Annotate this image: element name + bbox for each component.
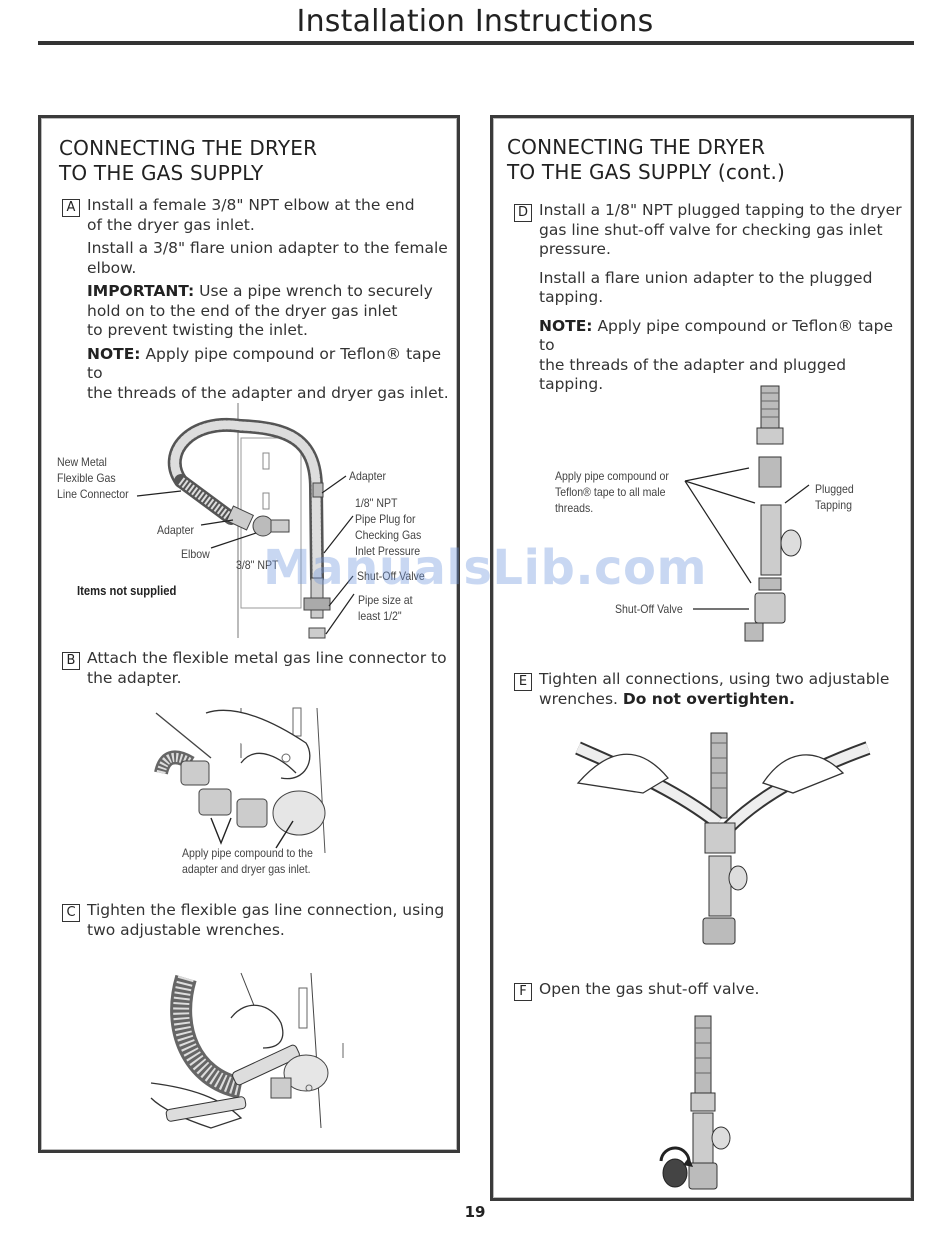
left-panel: CONNECTING THE DRYER TO THE GAS SUPPLY A… <box>38 115 460 1153</box>
diagram-b-caption-line1: Apply pipe compound to the <box>182 846 313 860</box>
step-a-marker: A <box>62 199 80 217</box>
label-new-metal-connector: New Metal Flexible Gas Line Connector <box>57 454 129 502</box>
left-heading: CONNECTING THE DRYER TO THE GAS SUPPLY <box>59 136 317 186</box>
apply-line3: threads. <box>555 501 594 515</box>
left-heading-line1: CONNECTING THE DRYER <box>59 136 318 160</box>
plugged-tapping-diagram <box>684 385 810 642</box>
open-valve-illustration <box>659 1015 731 1190</box>
label-plugged-tapping: Plugged Tapping <box>815 481 854 513</box>
step-d-line2: gas line shut-off valve for checking gas… <box>539 220 883 239</box>
step-a-para2-line2: elbow. <box>87 258 137 277</box>
important-line1: Use a pipe wrench to securely <box>194 282 433 300</box>
label-plug-line2: Pipe Plug for <box>355 512 416 526</box>
step-e-text: Tighten all connections, using two adjus… <box>539 670 911 709</box>
apply-line1: Apply pipe compound or <box>555 469 669 483</box>
step-d-note: NOTE: Apply pipe compound or Teflon® tap… <box>539 317 911 356</box>
label-plug-line1: 1/8" NPT <box>355 496 398 510</box>
gas-connection-diagram <box>136 403 355 639</box>
tighten-wrenches-illustration <box>575 732 871 945</box>
step-d-note-line1: Apply pipe compound or Teflon® tape to <box>539 316 894 355</box>
note-line2: the threads of the adapter and dryer gas… <box>87 383 449 402</box>
label-shutoff-right: Shut-Off Valve <box>615 602 683 616</box>
watermark: ManualsLib.com <box>263 540 707 596</box>
attach-connector-illustration <box>154 707 326 854</box>
step-d-para2-line1: Install a flare union adapter to the plu… <box>539 268 873 287</box>
step-d-line3: pressure. <box>539 240 611 258</box>
step-a-important: IMPORTANT: Use a pipe wrench to securely <box>87 282 457 302</box>
items-not-supplied: Items not supplied <box>77 584 177 598</box>
important-line2: hold on to the end of the dryer gas inle… <box>87 301 398 320</box>
label-elbow: Elbow <box>181 547 210 561</box>
step-b-marker: B <box>62 652 80 670</box>
step-f-line1: Open the gas shut-off valve. <box>539 980 760 998</box>
plugged-line2: Tapping <box>815 498 853 512</box>
label-plug-line4: Inlet Pressure <box>355 544 421 558</box>
step-e-line2-plain: wrenches. <box>539 689 623 708</box>
step-d-note-line2: the threads of the adapter and plugged t… <box>539 355 847 394</box>
step-b-line1: Attach the flexible metal gas line conne… <box>87 649 447 667</box>
tighten-connection-illustration <box>150 972 344 1129</box>
plugged-line1: Plugged <box>815 482 854 496</box>
label-pipe-line2: least 1/2" <box>358 609 402 623</box>
step-c-line2: two adjustable wrenches. <box>87 920 285 939</box>
apply-line2: Teflon® tape to all male <box>555 485 666 499</box>
step-b-text: Attach the flexible metal gas line conne… <box>87 649 457 688</box>
label-new-metal-line1: New Metal <box>57 455 107 469</box>
right-heading: CONNECTING THE DRYER TO THE GAS SUPPLY (… <box>507 135 785 185</box>
label-npt: 3/8" NPT <box>236 558 279 572</box>
important-label: IMPORTANT: <box>87 282 195 300</box>
step-d-marker: D <box>514 204 532 222</box>
step-b-line2: the adapter. <box>87 668 182 687</box>
step-e-line1: Tighten all connections, using two adjus… <box>539 670 890 688</box>
title-rule <box>38 41 914 45</box>
step-d-text: Install a 1/8" NPT plugged tapping to th… <box>539 201 911 395</box>
label-adapter-right: Adapter <box>349 469 386 483</box>
label-pipe-line1: Pipe size at <box>358 593 413 607</box>
step-c-line1: Tighten the flexible gas line connection… <box>87 901 445 919</box>
right-heading-line1: CONNECTING THE DRYER <box>507 135 766 159</box>
step-c-text: Tighten the flexible gas line connection… <box>87 901 457 940</box>
important-line3: to prevent twisting the inlet. <box>87 321 308 339</box>
page-number: 19 <box>464 1203 486 1221</box>
step-d-line1: Install a 1/8" NPT plugged tapping to th… <box>539 201 902 219</box>
step-d-para2-line2: tapping. <box>539 288 604 306</box>
label-pipe-size: Pipe size at least 1/2" <box>358 592 413 624</box>
step-e-warning: Do not overtighten. <box>622 689 795 708</box>
step-e-marker: E <box>514 673 532 691</box>
step-a-line2: of the dryer gas inlet. <box>87 215 255 234</box>
step-e-line2: wrenches. Do not overtighten. <box>539 690 911 710</box>
step-d-note-label: NOTE: <box>539 316 593 335</box>
note-label: NOTE: <box>87 344 141 363</box>
page-title: Installation Instructions <box>296 4 654 39</box>
step-f-text: Open the gas shut-off valve. <box>539 980 911 1000</box>
step-c-marker: C <box>62 904 80 922</box>
label-apply-compound: Apply pipe compound or Teflon® tape to a… <box>555 468 669 516</box>
left-heading-line2: TO THE GAS SUPPLY <box>59 161 264 185</box>
step-a-note: NOTE: Apply pipe compound or Teflon® tap… <box>87 345 457 384</box>
label-new-metal-line2: Flexible Gas <box>57 471 116 485</box>
label-new-metal-line3: Line Connector <box>57 487 129 501</box>
right-panel: CONNECTING THE DRYER TO THE GAS SUPPLY (… <box>490 115 914 1201</box>
diagram-b-caption-line2: adapter and dryer gas inlet. <box>182 862 311 876</box>
label-adapter-left: Adapter <box>157 523 194 537</box>
step-a-text: Install a female 3/8" NPT elbow at the e… <box>87 196 457 403</box>
right-heading-line2: TO THE GAS SUPPLY (cont.) <box>507 160 786 184</box>
step-a-para2-line1: Install a 3/8" flare union adapter to th… <box>87 239 448 257</box>
note-line1: Apply pipe compound or Teflon® tape to <box>87 344 442 383</box>
step-f-marker: F <box>514 983 532 1001</box>
label-shutoff-left: Shut-Off Valve <box>357 569 425 583</box>
diagram-b-caption: Apply pipe compound to the adapter and d… <box>182 845 313 877</box>
step-a-line1: Install a female 3/8" NPT elbow at the e… <box>87 196 415 214</box>
label-plug-line3: Checking Gas <box>355 528 422 542</box>
label-pipe-plug: 1/8" NPT Pipe Plug for Checking Gas Inle… <box>355 495 421 559</box>
